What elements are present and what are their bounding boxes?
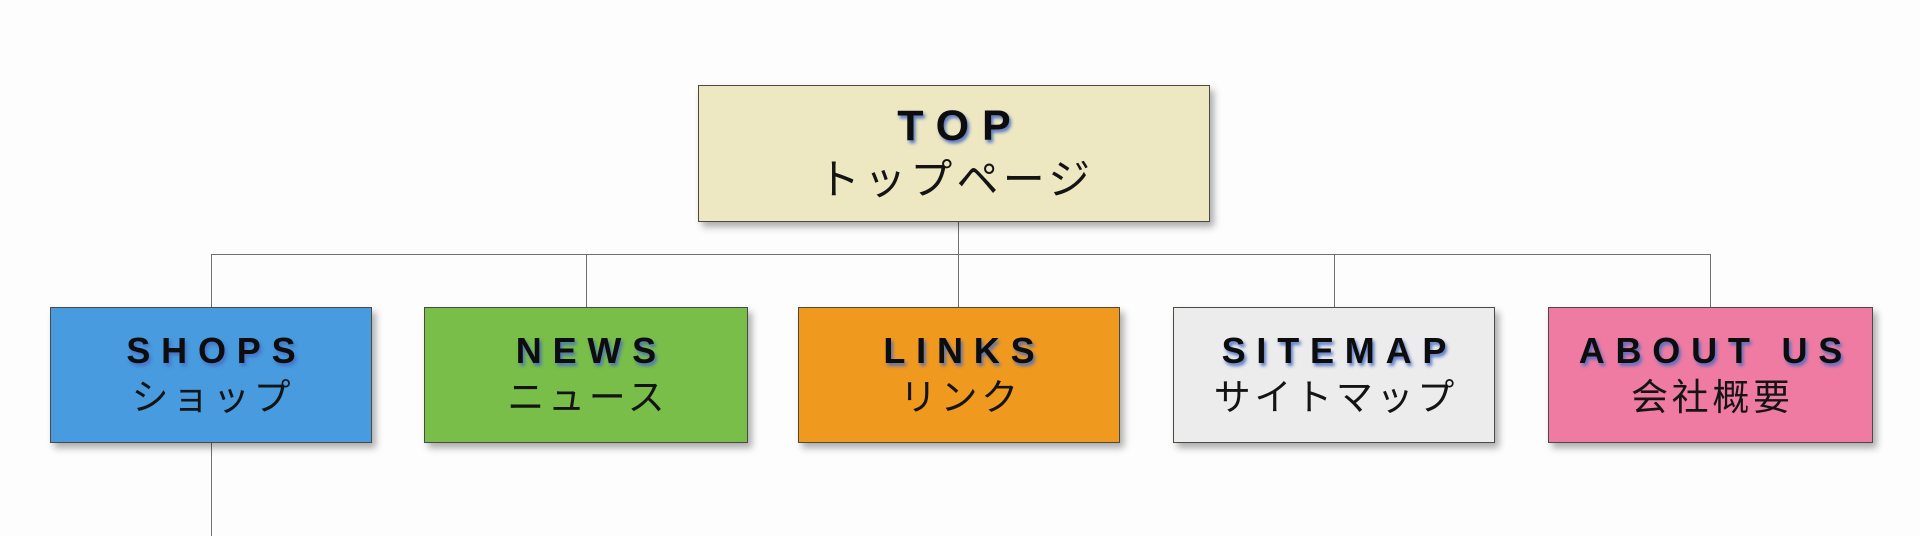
node-sitemap-label: SITEMAP — [1221, 329, 1458, 371]
node-shops-label: SHOPS — [126, 329, 307, 371]
connector-drop-links — [958, 254, 959, 307]
node-news-sublabel: ニュース — [507, 377, 669, 418]
connector-drop-news — [586, 254, 587, 307]
connector-drop-about — [1710, 254, 1711, 307]
node-links[interactable]: LINKS リンク — [798, 307, 1120, 443]
node-top-label: TOP — [897, 101, 1024, 150]
node-about-us[interactable]: ABOUT US 会社概要 — [1548, 307, 1873, 443]
node-shops[interactable]: SHOPS ショップ — [50, 307, 372, 443]
node-about-us-label: ABOUT US — [1578, 329, 1854, 371]
connector-rail — [211, 254, 1711, 255]
node-links-label: LINKS — [883, 329, 1046, 371]
connector-shops-subtree — [211, 443, 212, 536]
node-sitemap-sublabel: サイトマップ — [1213, 377, 1458, 418]
connector-top-stub — [958, 222, 959, 254]
node-top-sublabel: トップページ — [817, 156, 1095, 204]
node-shops-sublabel: ショップ — [131, 377, 295, 418]
node-top[interactable]: TOP トップページ — [698, 85, 1210, 222]
connector-drop-shops — [211, 254, 212, 307]
node-sitemap[interactable]: SITEMAP サイトマップ — [1173, 307, 1495, 443]
node-links-sublabel: リンク — [899, 377, 1022, 418]
node-news[interactable]: NEWS ニュース — [424, 307, 748, 443]
node-news-label: NEWS — [515, 329, 667, 371]
node-about-us-sublabel: 会社概要 — [1630, 377, 1794, 418]
connector-drop-sitemap — [1334, 254, 1335, 307]
